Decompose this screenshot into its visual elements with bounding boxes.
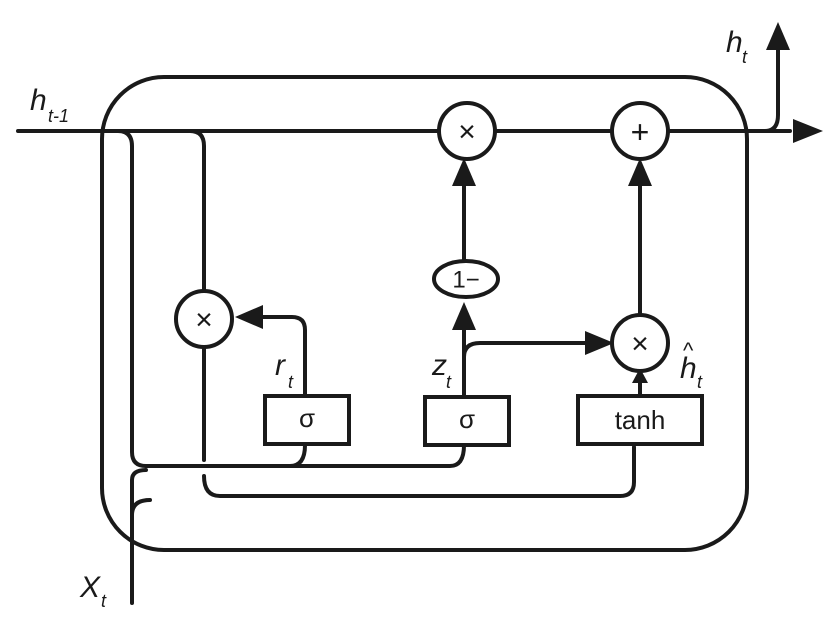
label-h-prev: h t-1	[30, 84, 69, 126]
output-branch-line	[763, 48, 780, 133]
update-to-mult-arrow	[585, 331, 614, 355]
input-to-reset-gate-line	[144, 443, 307, 468]
candidate-multiply-op: ×	[610, 313, 670, 373]
svg-text:t: t	[288, 372, 294, 392]
tanh-to-mult-arrow	[632, 368, 648, 383]
svg-text:t: t	[742, 47, 748, 67]
svg-text:h: h	[726, 26, 743, 59]
multiply-icon: ×	[195, 304, 213, 337]
svg-text:t: t	[697, 372, 703, 392]
update-to-one-minus-arrow	[452, 302, 476, 330]
one-minus-to-mult-arrow	[452, 158, 476, 186]
output-arrow-right	[793, 119, 823, 143]
candidate-to-add-arrow	[628, 158, 652, 186]
label-h-out: h t	[726, 26, 748, 67]
reset-gate-box: σ	[263, 394, 351, 446]
multiply-icon: ×	[631, 328, 649, 361]
svg-text:^: ^	[683, 338, 694, 363]
x-input-line	[130, 468, 148, 605]
multiply-icon: ×	[458, 116, 476, 149]
svg-text:t: t	[446, 372, 452, 392]
tanh-label: tanh	[615, 405, 666, 435]
svg-text:h: h	[680, 352, 697, 385]
svg-text:z: z	[431, 349, 447, 382]
plus-icon: +	[631, 114, 650, 150]
reset-gate-output-line	[260, 315, 307, 399]
svg-text:t-1: t-1	[48, 106, 69, 126]
one-minus-op: 1−	[432, 259, 500, 299]
svg-text:h: h	[30, 84, 47, 117]
label-reset-gate: r t	[275, 349, 294, 392]
cell-boundary	[100, 75, 749, 552]
label-x-input: X t	[79, 571, 107, 611]
top-multiply-op: ×	[437, 101, 497, 161]
svg-text:X: X	[79, 571, 101, 604]
sigma-label: σ	[459, 404, 475, 434]
reset-output-to-tanh-line	[202, 445, 636, 498]
update-to-candidate-mult-line	[462, 341, 587, 359]
svg-text:t: t	[101, 591, 107, 611]
update-gate-box: σ	[423, 395, 511, 447]
h-prev-to-gates-line	[116, 129, 292, 468]
reset-arrow	[235, 305, 263, 329]
reset-multiply-op: ×	[174, 289, 234, 349]
label-candidate: ^ h t	[680, 338, 703, 392]
top-add-op: +	[610, 101, 670, 161]
label-update-gate: z t	[431, 349, 452, 392]
input-to-update-gate-line	[288, 443, 466, 468]
sigma-label: σ	[299, 403, 315, 433]
tanh-box: tanh	[576, 394, 704, 446]
svg-text:r: r	[275, 349, 286, 382]
output-arrow-up	[766, 22, 790, 50]
one-minus-text: 1−	[452, 267, 479, 294]
h-prev-to-reset-mult-line	[188, 129, 206, 302]
x-to-tanh-branch	[130, 498, 152, 517]
